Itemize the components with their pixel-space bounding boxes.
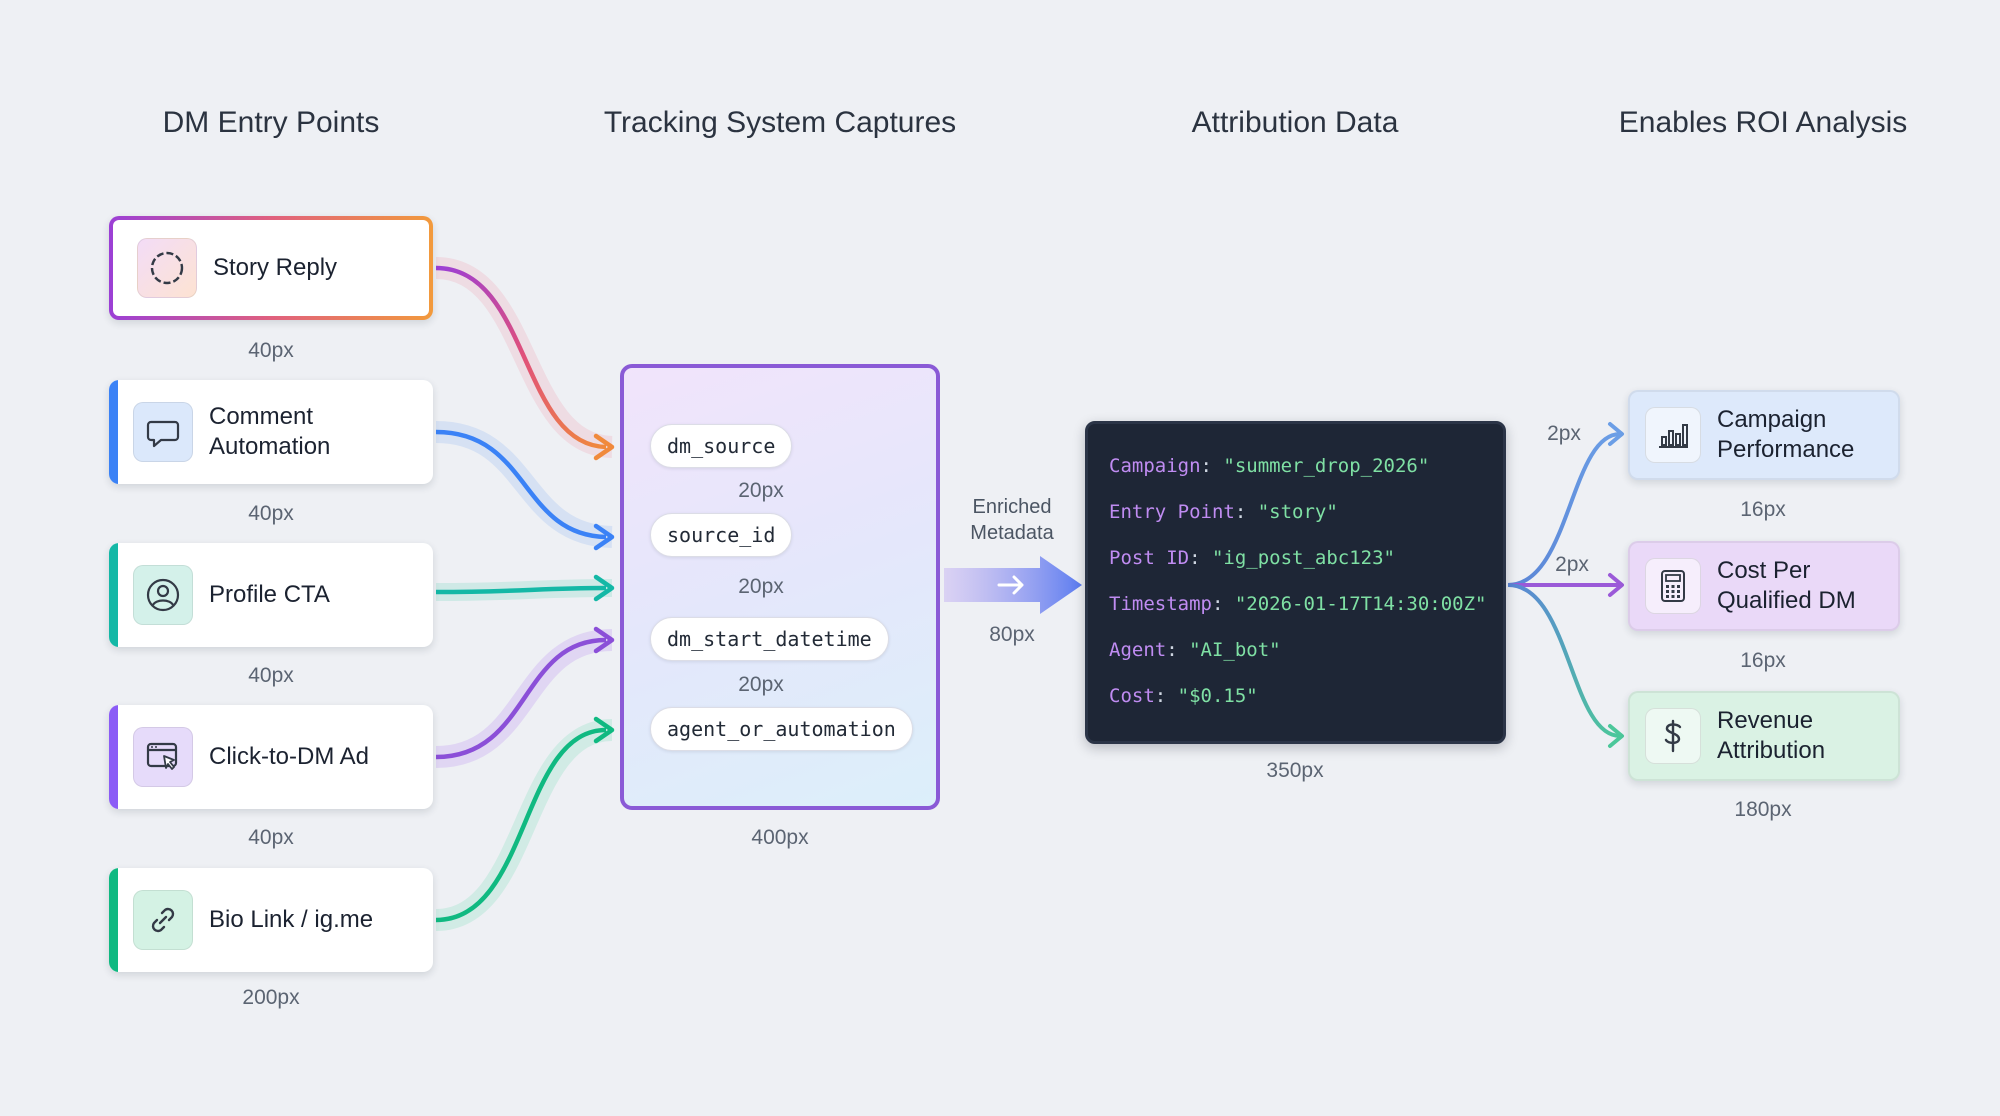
tracking-size-label: 400px xyxy=(751,826,809,849)
entry-size-label: 40px xyxy=(248,826,294,849)
attribution-line-timestamp: Timestamp: "2026-01-17T14:30:00Z" xyxy=(1109,593,1487,615)
calculator-icon xyxy=(1645,558,1701,614)
output-size-label: 16px xyxy=(1740,498,1786,521)
attribution-line-agent: Agent: "AI_bot" xyxy=(1109,639,1281,661)
attribution-line-entry-point: Entry Point: "story" xyxy=(1109,501,1338,523)
output-label-line: Attribution xyxy=(1717,737,1826,764)
entry-size-label: 40px xyxy=(248,339,294,362)
code-key: Agent xyxy=(1109,639,1167,661)
branch-label: 2px xyxy=(1555,553,1589,576)
entry-label: Click-to-DM Ad xyxy=(209,743,370,770)
bar-chart-icon xyxy=(1645,407,1701,463)
entry-label: Bio Link / ig.me xyxy=(209,906,374,933)
code-key: Timestamp xyxy=(1109,593,1212,615)
output-label-line: Qualified DM xyxy=(1717,587,1856,614)
code-value: "AI_bot" xyxy=(1189,639,1281,661)
code-value: "story" xyxy=(1257,501,1338,523)
attribution-line-cost: Cost: "$0.15" xyxy=(1109,685,1258,707)
user-circle-icon xyxy=(133,565,193,625)
column-title-roi: Enables ROI Analysis xyxy=(1618,106,1908,139)
output-label: Campaign Performance xyxy=(1717,405,1854,465)
field-pill-dm-source: dm_source xyxy=(650,424,793,468)
entry-bio-link[interactable]: Bio Link / ig.me xyxy=(109,868,433,972)
entry-profile-cta[interactable]: Profile CTA xyxy=(109,543,433,647)
code-key: Entry Point xyxy=(1109,501,1235,523)
attribution-line-campaign: Campaign: "summer_drop_2026" xyxy=(1109,455,1430,477)
field-size-label: 20px xyxy=(738,575,784,598)
caption-line: Enriched xyxy=(972,496,1052,518)
code-value: "$0.15" xyxy=(1177,685,1258,707)
entry-click-to-dm-ad[interactable]: Click-to-DM Ad xyxy=(109,705,433,809)
entry-comment-automation[interactable]: Comment Automation xyxy=(109,380,433,484)
column-title-attribution: Attribution Data xyxy=(1191,106,1399,139)
output-label-line: Campaign xyxy=(1717,406,1827,433)
entry-size-label: 40px xyxy=(248,664,294,687)
output-size-label: 16px xyxy=(1740,649,1786,672)
output-size-label: 180px xyxy=(1734,798,1792,821)
caption-line: Metadata xyxy=(970,522,1054,544)
attribution-line-post-id: Post ID: "ig_post_abc123" xyxy=(1109,547,1395,569)
column-title-tracking: Tracking System Captures xyxy=(603,106,957,139)
entry-label: Comment Automation xyxy=(209,403,331,460)
column-title-entry-points: DM Entry Points xyxy=(162,106,380,139)
output-label: Revenue Attribution xyxy=(1717,706,1825,766)
entry-story-reply[interactable]: Story Reply xyxy=(109,216,433,320)
branch-label: 2px xyxy=(1547,422,1581,445)
output-label-line: Revenue xyxy=(1717,707,1814,734)
enriched-metadata-caption: Enriched Metadata xyxy=(970,494,1053,546)
entry-label: Profile CTA xyxy=(209,581,330,608)
entry-size-label: 40px xyxy=(248,502,294,525)
code-value: "summer_drop_2026" xyxy=(1223,455,1430,477)
field-pill-dm-start-datetime: dm_start_datetime xyxy=(650,617,889,661)
output-label-line: Cost Per xyxy=(1717,557,1811,584)
code-key: Cost xyxy=(1109,685,1155,707)
accent-bar xyxy=(109,543,118,647)
link-icon xyxy=(133,890,193,950)
code-key: Campaign xyxy=(1109,455,1201,477)
output-label: Cost Per Qualified DM xyxy=(1717,556,1856,616)
code-key: Post ID xyxy=(1109,547,1190,569)
field-pill-agent-or-automation: agent_or_automation xyxy=(650,707,913,751)
story-ring-icon xyxy=(137,238,197,298)
entry-label: Story Reply xyxy=(213,254,338,281)
enrich-size-label: 80px xyxy=(989,623,1035,646)
accent-bar xyxy=(109,868,118,972)
attribution-size-label: 350px xyxy=(1266,759,1324,782)
field-size-label: 20px xyxy=(738,479,784,502)
output-cost-per-qualified-dm[interactable]: Cost Per Qualified DM xyxy=(1628,541,1900,631)
field-size-label: 20px xyxy=(738,673,784,696)
attribution-data-box xyxy=(1085,421,1506,744)
field-pill-source-id: source_id xyxy=(650,513,793,557)
ad-click-icon xyxy=(133,727,193,787)
output-campaign-performance[interactable]: Campaign Performance xyxy=(1628,390,1900,480)
dollar-icon xyxy=(1645,708,1701,764)
entry-size-label: 200px xyxy=(242,986,300,1009)
output-revenue-attribution[interactable]: Revenue Attribution xyxy=(1628,691,1900,781)
code-value: "2026-01-17T14:30:00Z" xyxy=(1234,593,1487,615)
accent-bar xyxy=(109,705,118,809)
code-value: "ig_post_abc123" xyxy=(1211,547,1395,569)
output-label-line: Performance xyxy=(1717,436,1855,463)
accent-bar xyxy=(109,380,118,484)
chat-bubble-icon xyxy=(133,402,193,462)
